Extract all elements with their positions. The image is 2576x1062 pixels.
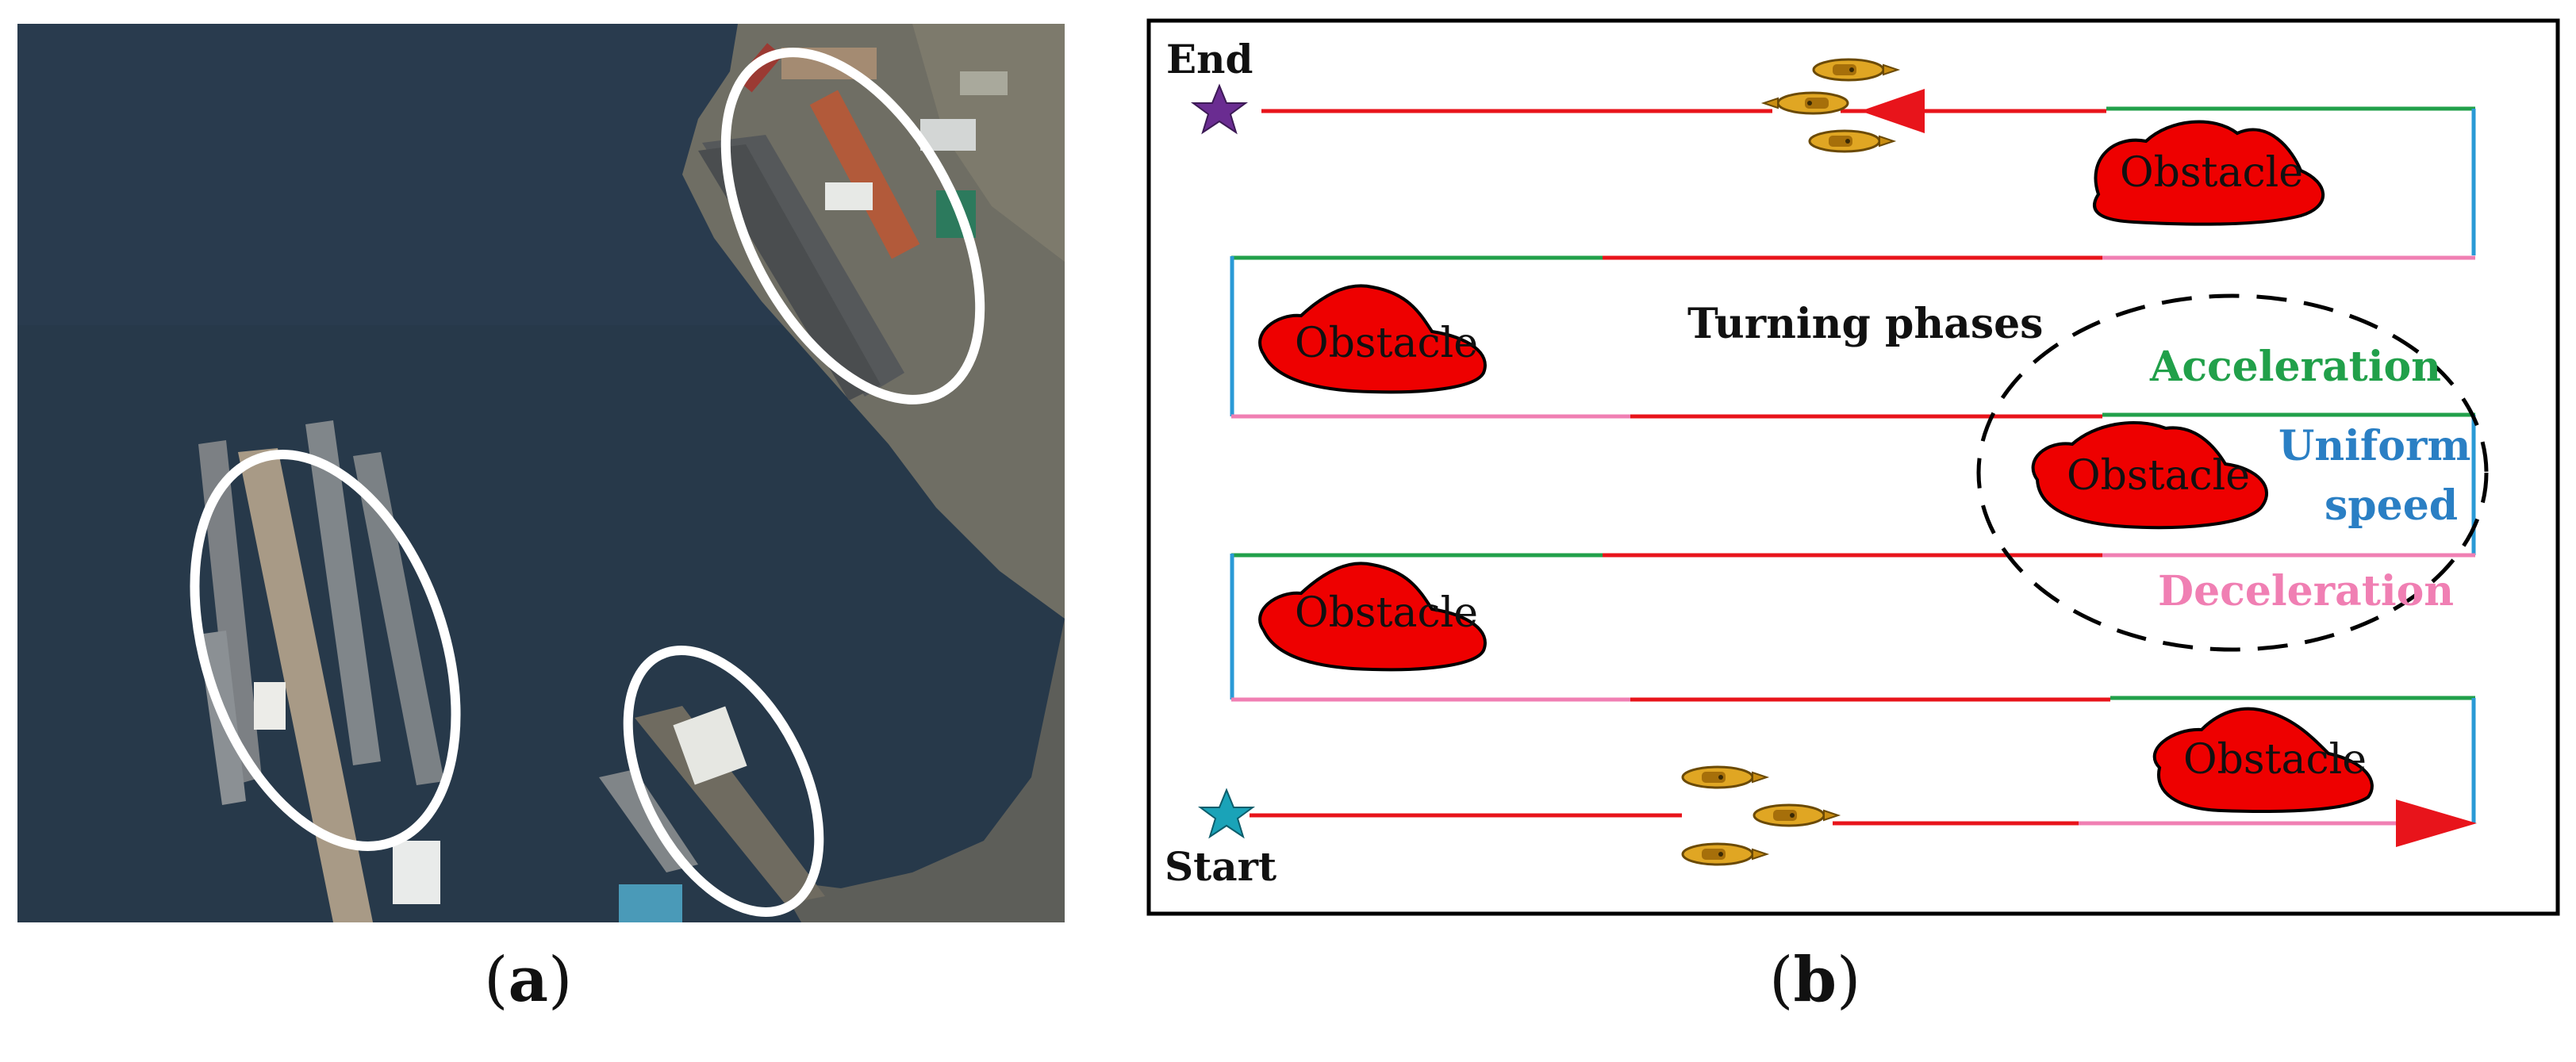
star-icon	[1190, 83, 1249, 135]
acceleration-label: Acceleration	[2149, 343, 2441, 391]
star-icon	[1197, 788, 1256, 839]
obstacle-label: Obstacle	[2067, 452, 2250, 500]
obstacle	[2152, 707, 2374, 814]
aerial-image	[17, 24, 1065, 922]
arrow-head-icon	[2396, 799, 2477, 847]
uniform-label-line1: Uniform	[2278, 422, 2470, 470]
obstacle	[1258, 562, 1487, 672]
obstacle-label: Obstacle	[1295, 320, 1478, 367]
obstacle	[2093, 120, 2325, 226]
arrow-head-icon	[1860, 89, 1925, 133]
caption-a: (a)	[484, 944, 573, 1016]
obstacle-label: Obstacle	[1295, 589, 1478, 637]
obstacle-label: Obstacle	[2183, 736, 2367, 784]
start-label: Start	[1165, 843, 1276, 890]
end-label: End	[1166, 36, 1253, 82]
turning-phases-region	[1976, 293, 2489, 652]
uniform-label-line2: speed	[2325, 481, 2458, 530]
obstacle-label: Obstacle	[2120, 149, 2303, 197]
deceleration-label: Deceleration	[2158, 567, 2454, 615]
obstacle	[2031, 420, 2268, 530]
turning-phases-label: Turning phases	[1687, 300, 2043, 348]
caption-b: (b)	[1769, 944, 1861, 1016]
path-diagram: Obstacle Obstacle Obstacle Obstacle Obst…	[1146, 18, 2560, 916]
obstacle	[1258, 284, 1487, 394]
